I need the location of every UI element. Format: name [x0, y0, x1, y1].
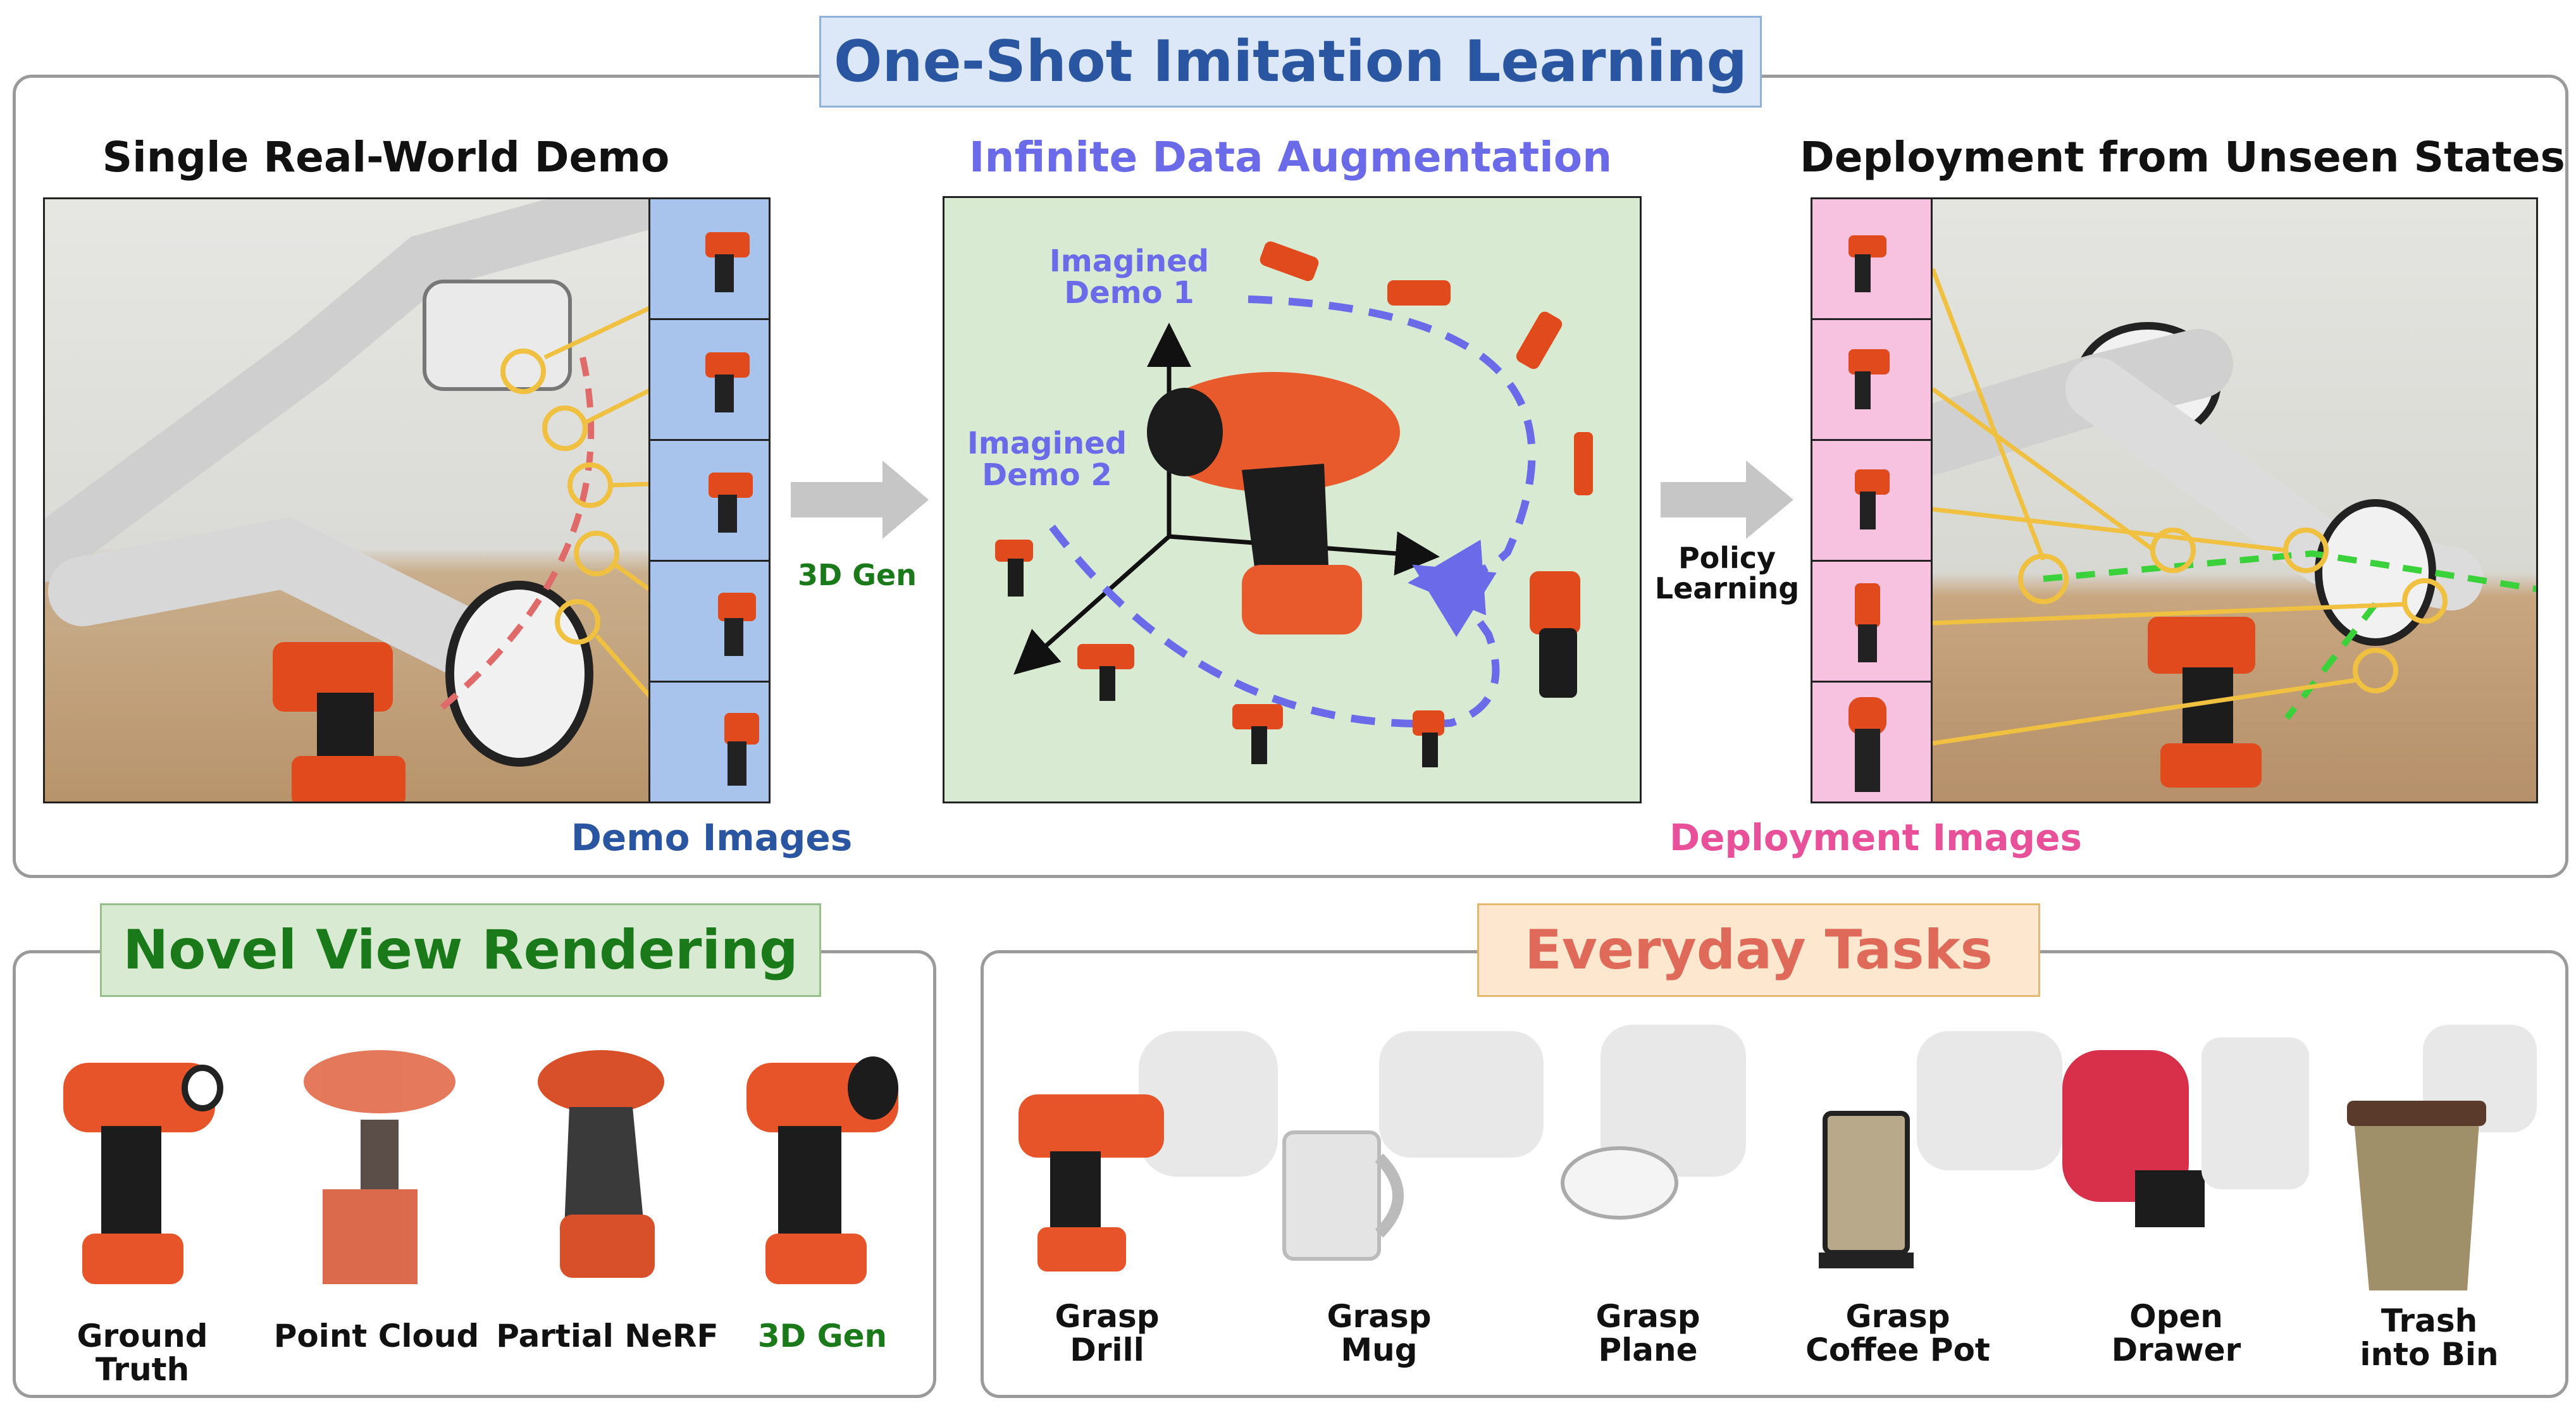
deployment-title: Deployment from Unseen States [1800, 133, 2565, 182]
grasp-coffee-pot-label: Grasp Coffee Pot [1805, 1298, 1990, 1368]
3d-gen-label: 3D Gen [757, 1318, 888, 1354]
policy-learning-label: Policy Learning [1654, 541, 1800, 606]
demo-images-caption: Demo Images [571, 816, 853, 859]
demo-image-strip [648, 197, 771, 803]
novel-view-banner: Novel View Rendering [100, 903, 821, 997]
imagined-demo-1-label: Imagined Demo 1 [1049, 244, 1210, 311]
demo-image-cell [648, 197, 771, 320]
open-drawer-label: Open Drawer [2111, 1298, 2241, 1368]
robot-arm-illustration [45, 199, 648, 801]
grasp-drill-label: Grasp Drill [1055, 1298, 1160, 1368]
gen-arrow-label: 3D Gen [798, 558, 917, 592]
trash-into-bin-label: Trash into Bin [2360, 1303, 2499, 1373]
augmentation-illustration [995, 241, 1593, 767]
deployment-image-cell [1811, 318, 1933, 441]
demo-image-cell [648, 318, 771, 441]
real-world-demo-photo [43, 197, 650, 803]
partial-nerf-label: Partial NeRF [496, 1318, 719, 1354]
imagined-demo-2-label: Imagined Demo 2 [967, 426, 1127, 493]
point-cloud-label: Point Cloud [273, 1318, 480, 1354]
grasp-mug-label: Grasp Mug [1327, 1298, 1432, 1368]
deployment-drill-thumbnails [1848, 235, 1890, 792]
deployment-photo [1931, 197, 2538, 803]
deployment-robot-illustration [1933, 268, 2536, 788]
everyday-tasks-banner: Everyday Tasks [1477, 903, 2040, 997]
demo-drill-thumbnails [705, 232, 759, 786]
augmentation-box [943, 196, 1642, 803]
single-demo-title: Single Real-World Demo [102, 133, 670, 182]
grasp-plane-label: Grasp Plane [1595, 1298, 1700, 1368]
one-shot-banner: One-Shot Imitation Learning [819, 16, 1762, 108]
deployment-images-caption: Deployment Images [1669, 816, 2083, 859]
everyday-tasks-panel [981, 950, 2568, 1398]
augmentation-title: Infinite Data Augmentation [969, 133, 1613, 182]
deployment-image-cell [1811, 197, 1933, 320]
central-drill-render [1147, 372, 1400, 634]
deployment-image-strip [1811, 197, 1933, 803]
ground-truth-label: Ground Truth [77, 1318, 208, 1388]
